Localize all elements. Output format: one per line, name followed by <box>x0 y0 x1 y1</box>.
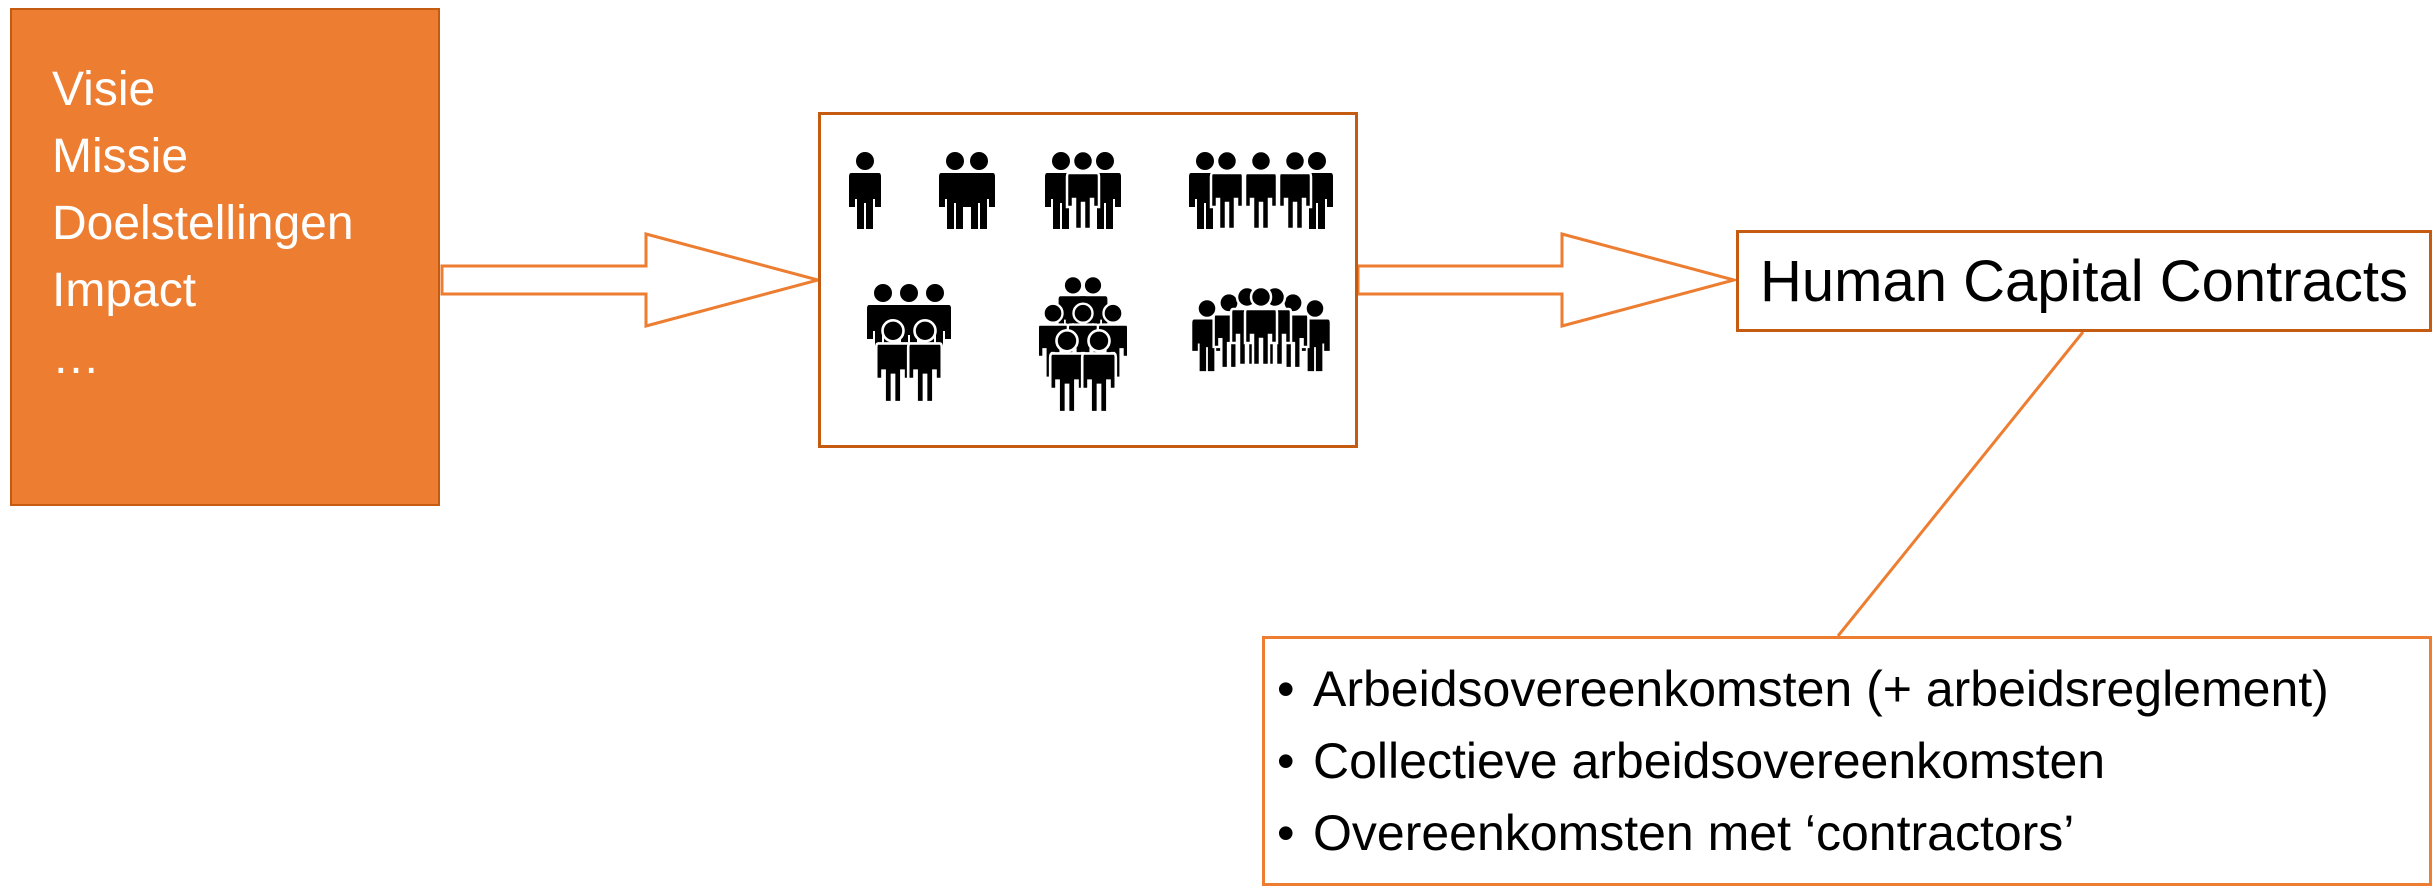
human-capital-contracts-box: Human Capital Contracts <box>1736 230 2432 332</box>
team-icon <box>1192 285 1330 372</box>
contract-item: Collectieve arbeidsovereenkomsten <box>1277 725 2329 797</box>
contract-item: Overeenkomsten met ‘contractors’ <box>1277 797 2329 869</box>
five-people-icon <box>1189 149 1333 231</box>
hcc-title: Human Capital Contracts <box>1760 248 2408 314</box>
contract-types-list: Arbeidsovereenkomsten (+ arbeidsreglemen… <box>1277 653 2329 869</box>
concept-item-missie: Missie <box>52 130 189 183</box>
person-icon <box>849 152 881 229</box>
crowd-icon <box>1036 277 1130 414</box>
two-people-icon <box>939 152 995 229</box>
people-box <box>818 112 1358 448</box>
contract-item: Arbeidsovereenkomsten (+ arbeidsreglemen… <box>1277 653 2329 725</box>
concept-item-impact: Impact <box>52 264 197 317</box>
concept-box: Visie Missie Doelstellingen Impact … <box>10 8 440 506</box>
contract-types-box: Arbeidsovereenkomsten (+ arbeidsreglemen… <box>1262 636 2432 886</box>
concept-item-doelstellingen: Doelstellingen <box>52 197 354 250</box>
three-people-icon <box>1045 149 1121 231</box>
group-icon <box>867 284 951 404</box>
connector-line <box>1836 331 2085 637</box>
concept-item-ellipsis: … <box>52 331 100 384</box>
concept-item-visie: Visie <box>52 63 156 116</box>
arrow-right-2 <box>1356 232 1740 328</box>
concept-list: Visie Missie Doelstellingen Impact … <box>52 56 354 391</box>
arrow-right-1 <box>440 232 824 328</box>
